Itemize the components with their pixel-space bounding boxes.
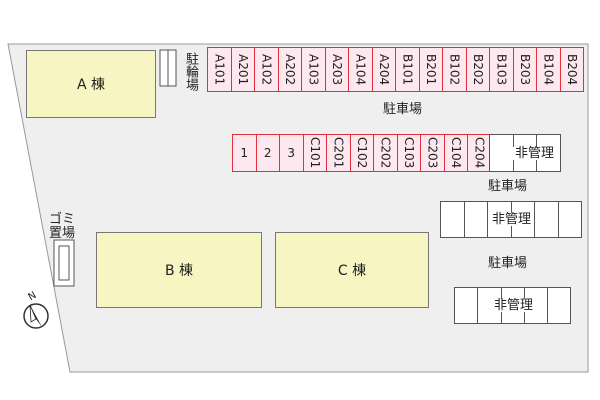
parking-space-label: A101	[212, 53, 227, 86]
building-a: A 棟	[26, 50, 156, 118]
parking-space-label: B101	[400, 53, 415, 86]
parking-space: C102	[349, 134, 374, 172]
parking-space-label: B201	[423, 53, 438, 86]
parking-space: C204	[467, 134, 492, 172]
north-arrow-icon	[23, 303, 49, 329]
unmanaged-stall	[463, 201, 488, 238]
parking-space: B104	[536, 47, 561, 92]
parking-space: A202	[277, 47, 302, 92]
parking-space-label: C104	[448, 137, 463, 169]
parking-space: C103	[396, 134, 421, 172]
parking-label-top: 駐車場	[383, 102, 423, 117]
parking-space: A102	[254, 47, 279, 92]
unmanaged-label-1: 非管理	[513, 146, 557, 161]
parking-space-label: B102	[447, 53, 462, 86]
garbage-area-label-2: 置場	[49, 226, 76, 241]
parking-space-label: C201	[331, 137, 346, 169]
parking-space: B201	[418, 47, 443, 92]
unmanaged-label-3: 非管理	[492, 298, 536, 313]
unmanaged-stall	[454, 287, 479, 324]
building-b: B 棟	[96, 232, 262, 308]
parking-space-label: A104	[353, 53, 368, 86]
parking-space: C201	[326, 134, 351, 172]
unmanaged-stall	[557, 201, 582, 238]
parking-space-label: A204	[376, 53, 391, 86]
bicycle-parking-label: 駐輪場	[183, 52, 198, 91]
parking-space-label: 3	[287, 146, 296, 160]
garbage-area-label-1: ゴミ	[49, 212, 76, 227]
parking-space: B103	[489, 47, 514, 92]
parking-space-label: B204	[564, 53, 579, 86]
unmanaged-stall	[534, 201, 559, 238]
parking-space-label: C102	[354, 137, 369, 169]
parking-space-label: C203	[425, 137, 440, 169]
parking-space: B101	[395, 47, 420, 92]
parking-space: C104	[443, 134, 468, 172]
parking-space-label: A203	[329, 53, 344, 86]
parking-space: A201	[230, 47, 255, 92]
parking-label-middle: 駐車場	[488, 179, 528, 194]
parking-space: C101	[302, 134, 327, 172]
parking-space: B102	[442, 47, 467, 92]
parking-space: B204	[559, 47, 584, 92]
parking-space: B203	[512, 47, 537, 92]
parking-space-label: C101	[307, 137, 322, 169]
unmanaged-stall	[440, 201, 465, 238]
parking-space: C202	[373, 134, 398, 172]
parking-space-label: 1	[240, 146, 249, 160]
parking-space-label: C202	[378, 137, 393, 169]
parking-space-label: B203	[517, 53, 532, 86]
unmanaged-stall	[489, 134, 514, 172]
unmanaged-stall	[547, 287, 572, 324]
parking-space-label: 2	[263, 146, 272, 160]
parking-space-label: A201	[235, 53, 250, 86]
parking-space-label: C103	[401, 137, 416, 169]
parking-label-bottom: 駐車場	[488, 256, 528, 271]
parking-space-label: B104	[541, 53, 556, 86]
parking-space: 3	[279, 134, 304, 172]
parking-space-label: A102	[259, 53, 274, 86]
parking-space: A101	[207, 47, 232, 92]
parking-space-label: A103	[306, 53, 321, 86]
parking-space: A104	[348, 47, 373, 92]
unmanaged-label-2: 非管理	[490, 212, 534, 227]
building-c: C 棟	[275, 232, 429, 308]
parking-space: A103	[301, 47, 326, 92]
parking-space: C203	[420, 134, 445, 172]
parking-space-label: C204	[472, 137, 487, 169]
parking-space-label: A202	[282, 53, 297, 86]
parking-space: A203	[324, 47, 349, 92]
parking-space: 2	[255, 134, 280, 172]
parking-space-label: B103	[494, 53, 509, 86]
parking-space: A204	[371, 47, 396, 92]
parking-space-label: B202	[470, 53, 485, 86]
parking-space: 1	[232, 134, 257, 172]
parking-space: B202	[465, 47, 490, 92]
